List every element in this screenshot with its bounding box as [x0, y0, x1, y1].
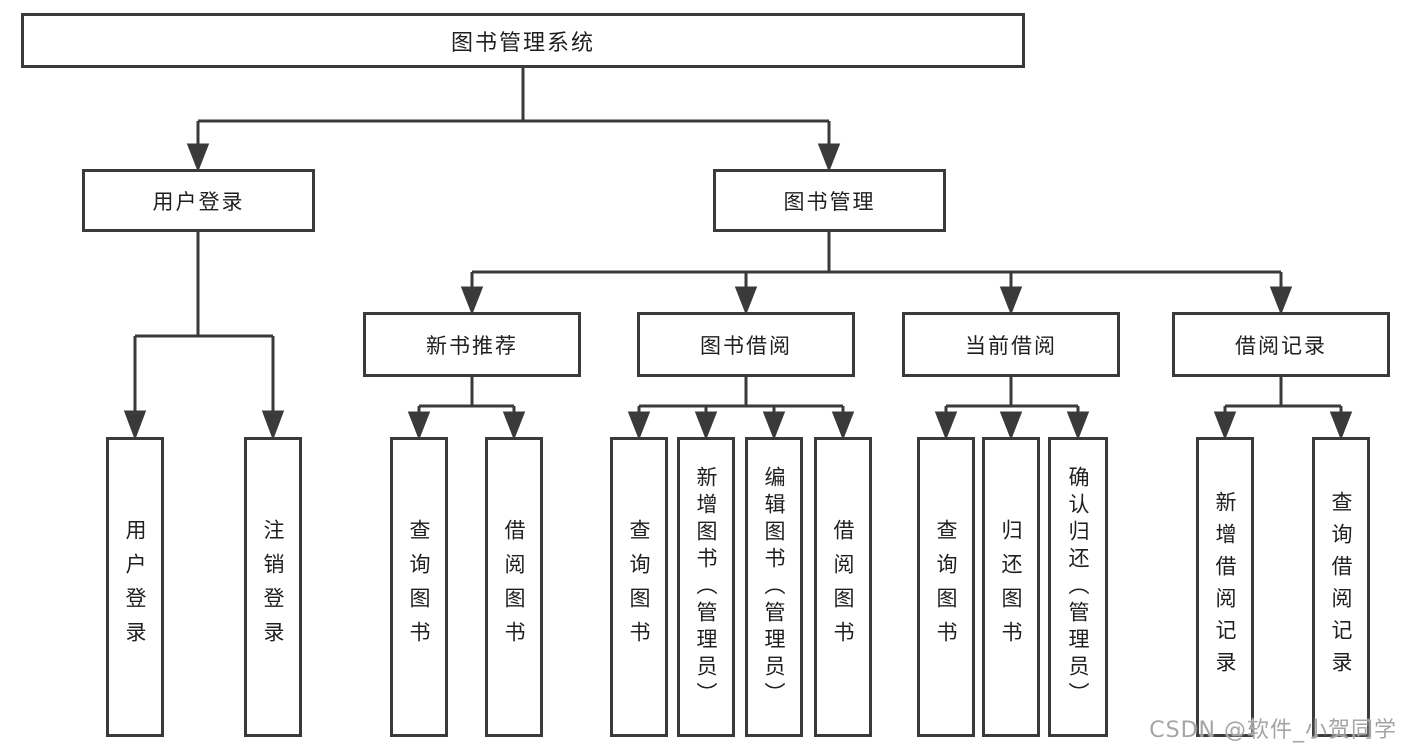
leaf-logout: 注销登录: [244, 437, 302, 737]
arrow-down-icon: [186, 143, 210, 173]
arrow-down-icon: [934, 411, 958, 441]
arrow-down-icon: [999, 411, 1023, 441]
watermark-csdn: CSDN @软件_小贺同学: [1149, 718, 1397, 743]
connector-user-login-to-leaves: [123, 232, 285, 441]
connector-borrow-records-to-leaves: [1213, 377, 1353, 441]
connector-book-mgmt-to-level3: [460, 232, 1293, 316]
connector-current-borrow-to-leaves: [934, 377, 1090, 441]
node-user-login: 用户登录: [82, 169, 315, 232]
arrow-down-icon: [627, 411, 651, 441]
leaf-query-books-current: 查询图书: [917, 437, 975, 737]
node-borrow-records: 借阅记录: [1172, 312, 1390, 377]
arrow-down-icon: [762, 411, 786, 441]
leaf-query-books-recommend: 查询图书: [390, 437, 448, 737]
leaf-borrow-books-recommend: 借阅图书: [485, 437, 543, 737]
leaf-add-book-admin: 新增图书（管理员）: [677, 437, 735, 737]
arrow-down-icon: [831, 411, 855, 441]
leaf-user-login: 用户登录: [106, 437, 164, 737]
arrow-down-icon: [502, 411, 526, 441]
arrow-down-icon: [999, 286, 1023, 316]
arrow-down-icon: [407, 411, 431, 441]
leaf-borrow-books: 借阅图书: [814, 437, 872, 737]
connector-new-book-to-leaves: [407, 377, 526, 441]
arrow-down-icon: [694, 411, 718, 441]
arrow-down-icon: [1066, 411, 1090, 441]
node-root-system: 图书管理系统: [21, 13, 1025, 68]
leaf-edit-book-admin: 编辑图书（管理员）: [745, 437, 803, 737]
arrow-down-icon: [261, 410, 285, 441]
arrow-down-icon: [734, 286, 758, 316]
leaf-query-books-borrow: 查询图书: [610, 437, 668, 737]
connector-root-to-level2: [186, 68, 841, 173]
arrow-down-icon: [1213, 411, 1237, 441]
connector-book-borrow-to-leaves: [627, 377, 855, 441]
leaf-confirm-return-admin: 确认归还（管理员）: [1048, 437, 1108, 737]
node-book-management: 图书管理: [713, 169, 946, 232]
node-new-book-recommend: 新书推荐: [363, 312, 581, 377]
node-current-borrow: 当前借阅: [902, 312, 1120, 377]
arrow-down-icon: [1269, 286, 1293, 316]
arrow-down-icon: [123, 410, 147, 441]
leaf-query-borrow-record: 查询借阅记录: [1312, 437, 1370, 737]
arrow-down-icon: [817, 143, 841, 173]
arrow-down-icon: [1329, 411, 1353, 441]
leaf-return-book: 归还图书: [982, 437, 1040, 737]
leaf-add-borrow-record: 新增借阅记录: [1196, 437, 1254, 737]
node-book-borrow: 图书借阅: [637, 312, 855, 377]
arrow-down-icon: [460, 286, 484, 316]
